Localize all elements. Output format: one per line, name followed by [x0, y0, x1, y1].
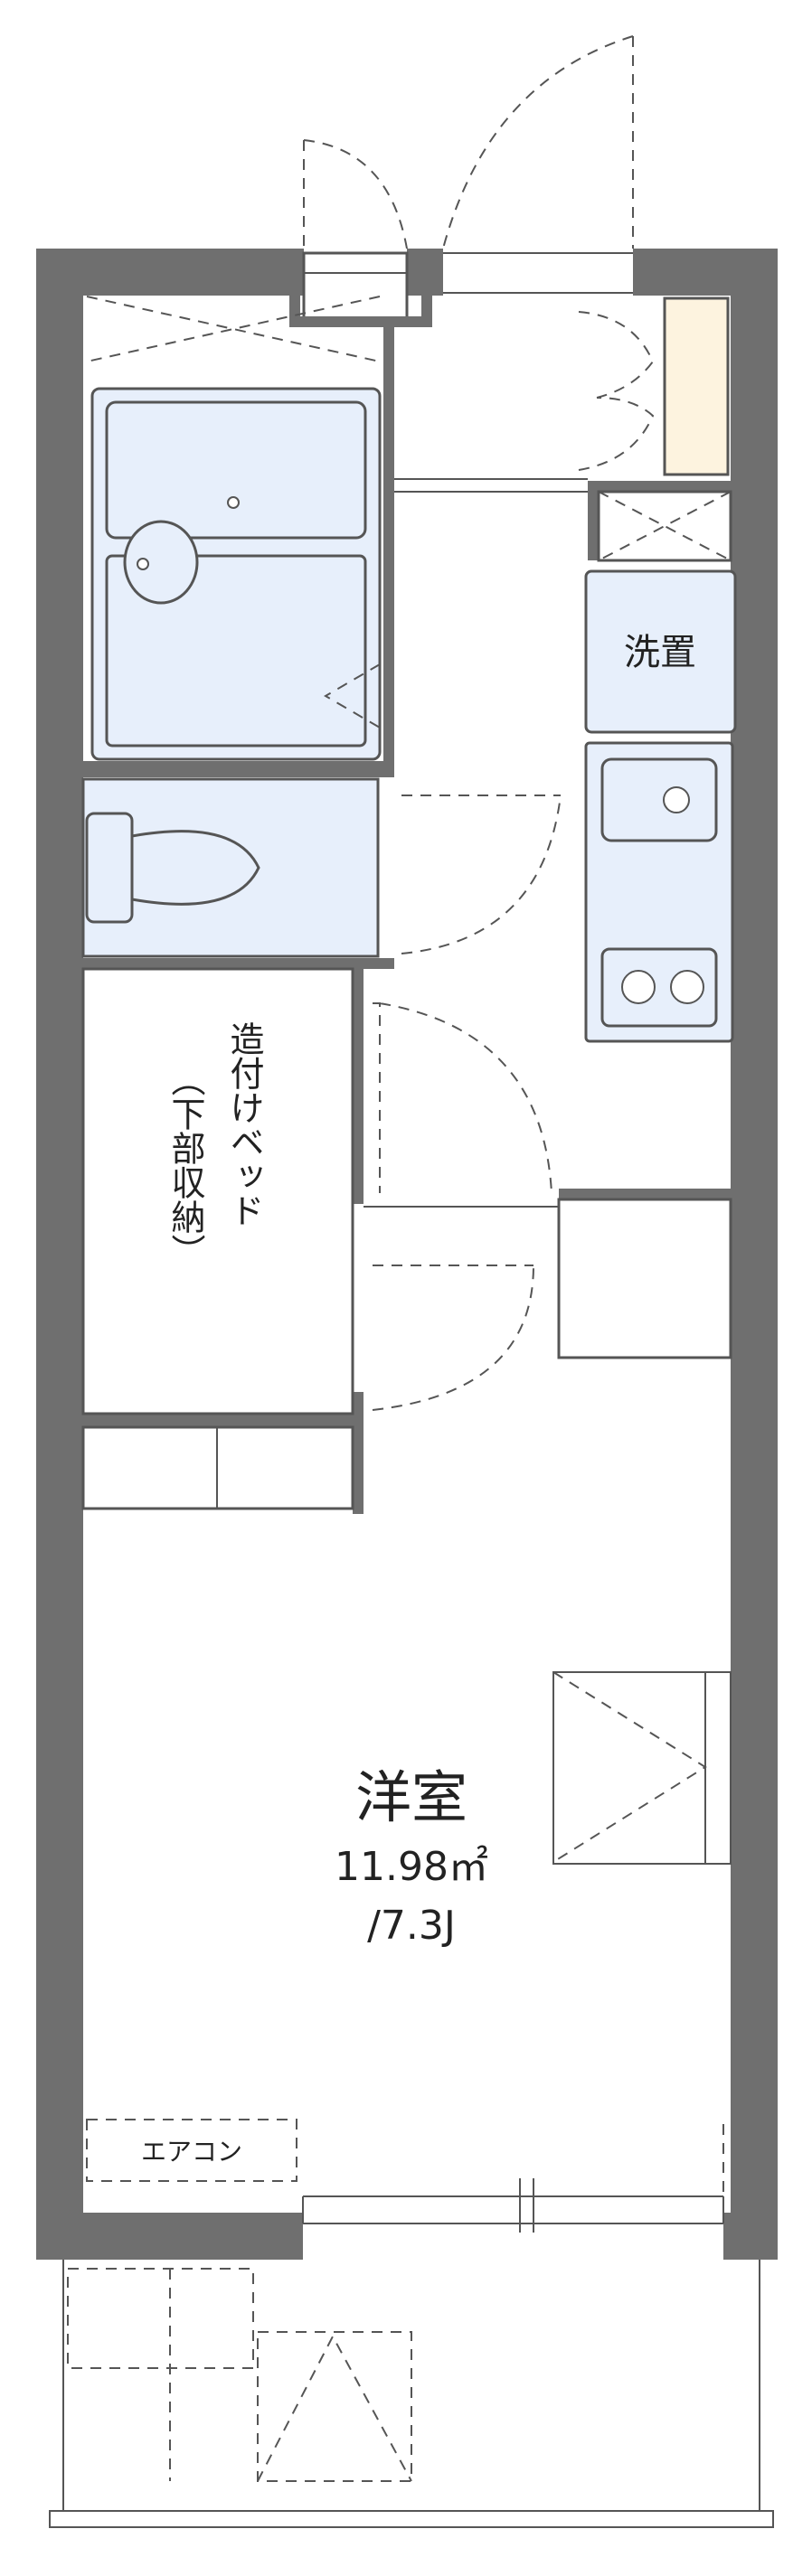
toilet-south-wall	[83, 958, 394, 969]
corridor	[364, 478, 588, 1208]
aircon-label: エアコン	[141, 2137, 242, 2167]
balcony	[49, 2260, 774, 2528]
kitchen-sink	[600, 757, 718, 842]
top-wall-left	[36, 249, 304, 296]
bed-east-wall-upper	[353, 969, 364, 1204]
tub-drain-icon	[227, 496, 240, 509]
toilet-bowl	[130, 830, 260, 906]
shoe-storage	[578, 296, 730, 476]
burner-right-icon	[670, 970, 704, 1004]
toilet-door-swing	[401, 794, 562, 954]
corridor-storage	[557, 1198, 732, 1359]
balcony-window	[302, 2124, 724, 2233]
closet-shelves	[81, 1425, 354, 1510]
main-room-area: 11.98㎡	[335, 1844, 488, 1890]
bed-label-column-1: 造付けベッド	[224, 1021, 264, 1227]
main-room-label: 洋室 11.98㎡ /7.3J	[335, 1764, 488, 1949]
washbasin	[123, 520, 199, 605]
bath-east-wall	[383, 327, 394, 761]
main-room-jo: /7.3J	[367, 1903, 456, 1949]
upper-storage	[597, 490, 732, 562]
closet-south-wall	[83, 1415, 364, 1427]
top-wall-right	[633, 249, 778, 296]
right-wall	[731, 249, 778, 2260]
left-wall	[36, 249, 83, 2260]
laundry-box	[584, 569, 737, 734]
entrance-door	[303, 35, 634, 294]
main-room-name: 洋室	[355, 1764, 467, 1830]
bath-door-swing	[324, 663, 381, 729]
shoe-cabinet-west-wall	[588, 481, 599, 560]
burner-left-icon	[621, 970, 656, 1004]
bottom-wall-left	[36, 2213, 303, 2260]
toilet-tank	[85, 812, 134, 924]
bath-vent-cross	[86, 296, 381, 362]
meter-box	[289, 251, 432, 327]
unit-bath	[86, 296, 382, 761]
bed-east-wall-lower	[353, 1392, 364, 1514]
top-wall-mid	[407, 249, 443, 296]
laundry-label: 洗置	[624, 632, 696, 673]
bed-label-column-2: （下部収納）	[165, 1062, 205, 1268]
bottom-wall-right	[723, 2213, 778, 2260]
stove	[600, 947, 718, 1028]
aircon: エアコン	[86, 2119, 297, 2182]
built-in-bed	[81, 967, 354, 1415]
washbasin-counter	[105, 554, 367, 747]
bath-south-wall	[83, 761, 394, 777]
main-room-cabinet	[552, 1671, 732, 1865]
exterior-walls	[36, 249, 778, 2260]
sink-drain-icon	[663, 786, 690, 813]
kitchen	[584, 741, 734, 1043]
bathtub	[105, 400, 367, 540]
closet-door-swing	[372, 1002, 552, 1411]
drain-icon	[137, 558, 149, 570]
laundry-space: 洗置	[584, 569, 737, 734]
interior-walls	[83, 327, 731, 1514]
toilet-room	[81, 777, 562, 958]
shoe-cabinet-wall	[588, 481, 731, 492]
kitchen-south-wall	[559, 1189, 731, 1199]
